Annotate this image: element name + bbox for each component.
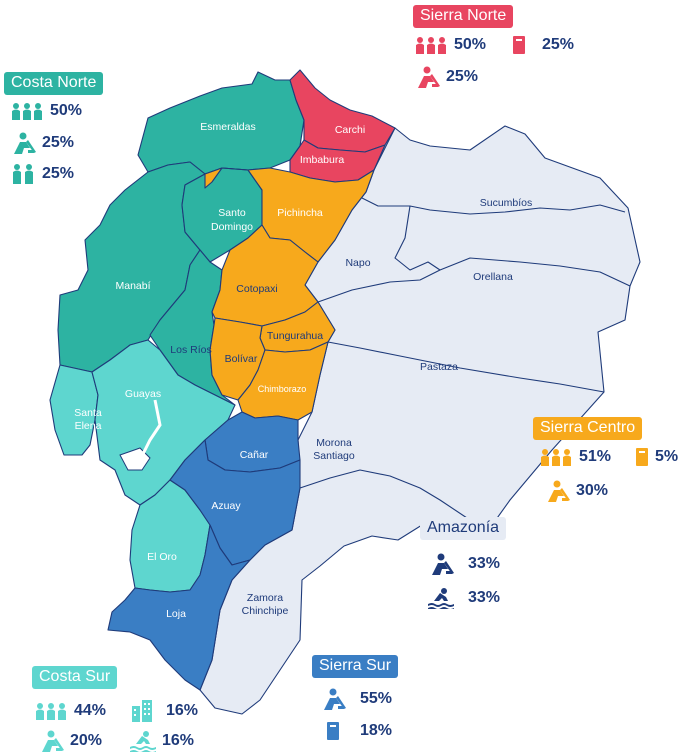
group-icon <box>12 103 42 120</box>
stat-sierra-sur-farmer: 55% <box>320 688 392 710</box>
stat-sierra-centro-book: 5% <box>635 448 678 466</box>
book-icon <box>636 448 648 466</box>
badge-costa-norte: Costa Norte <box>4 72 104 95</box>
stat-value: 25% <box>542 36 575 53</box>
label-santo-domingo-2: Domingo <box>211 221 253 233</box>
label-pastaza: Pastaza <box>420 361 458 373</box>
province-pichincha[interactable] <box>204 167 375 263</box>
label-imbabura: Imbabura <box>300 154 345 166</box>
badge-sierra-centro: Sierra Centro <box>533 417 643 440</box>
stat-value: 33% <box>468 555 501 572</box>
group-icon <box>541 449 571 466</box>
stat-amazonia-farmer: 33% <box>428 553 500 575</box>
label-morona-santiago: Morona <box>316 437 352 449</box>
farmer-icon <box>42 730 64 752</box>
label-zamora-chinchipe: Zamora <box>247 592 283 604</box>
stat-costa-norte-farmer: 25% <box>10 132 74 154</box>
swimmer-icon <box>130 731 156 752</box>
book-icon <box>327 722 339 740</box>
stat-value: 50% <box>454 36 487 53</box>
label-carchi: Carchi <box>335 124 365 136</box>
label-loja: Loja <box>166 608 186 620</box>
label-cotopaxi: Cotopaxi <box>236 283 277 295</box>
group-icon <box>416 37 446 54</box>
label-santa-elena: Santa <box>74 407 102 419</box>
group-icon <box>36 703 66 720</box>
farmer-icon <box>548 480 570 502</box>
label-pichincha: Pichincha <box>277 207 323 219</box>
swimmer-icon <box>428 588 454 609</box>
stat-value: 44% <box>74 702 107 719</box>
stat-costa-sur-group: 44% <box>34 702 106 720</box>
province-loja[interactable] <box>107 524 251 691</box>
stat-value: 25% <box>42 165 75 182</box>
stat-value: 33% <box>468 589 501 606</box>
stat-sierra-norte-book: 25% <box>512 36 574 54</box>
badge-costa-sur: Costa Sur <box>32 666 118 689</box>
stat-costa-sur-building: 16% <box>130 700 198 722</box>
stat-sierra-norte-farmer: 25% <box>414 66 478 88</box>
stat-sierra-norte-group: 50% <box>414 36 486 54</box>
stat-value: 30% <box>576 482 609 499</box>
stat-value: 18% <box>360 722 393 739</box>
stat-costa-norte-group: 50% <box>10 102 82 120</box>
stat-value: 55% <box>360 690 393 707</box>
label-los-rios: Los Ríos <box>170 344 211 356</box>
stat-value: 51% <box>579 448 612 465</box>
label-canar: Cañar <box>240 449 269 461</box>
label-santa-elena-2: Elena <box>75 420 102 432</box>
stat-value: 20% <box>70 732 103 749</box>
book-icon <box>513 36 525 54</box>
stat-value: 50% <box>50 102 83 119</box>
label-zamora-chinchipe-2: Chinchipe <box>242 605 289 617</box>
province-carchi[interactable] <box>289 69 396 153</box>
stat-costa-sur-farmer: 20% <box>38 730 102 752</box>
stat-costa-sur-swimmer: 16% <box>130 730 194 752</box>
stat-value: 25% <box>446 68 479 85</box>
label-el-oro: El Oro <box>147 551 177 563</box>
stat-sierra-centro-farmer: 30% <box>544 480 608 502</box>
stat-value: 5% <box>655 448 679 465</box>
stat-amazonia-swimmer: 33% <box>428 587 500 609</box>
label-santo-domingo: Santo <box>218 207 246 219</box>
label-napo: Napo <box>345 257 370 269</box>
stat-value: 16% <box>162 732 195 749</box>
stat-sierra-sur-book: 18% <box>326 722 392 740</box>
building-icon <box>132 700 152 722</box>
label-tungurahua: Tungurahua <box>267 330 323 342</box>
stat-value: 16% <box>166 702 199 719</box>
label-azuay: Azuay <box>211 500 241 512</box>
farmer-icon <box>432 553 454 575</box>
stat-sierra-centro-group: 51% <box>539 448 611 466</box>
farmer-icon <box>14 132 36 154</box>
label-orellana: Orellana <box>473 271 513 283</box>
stat-value: 25% <box>42 134 75 151</box>
label-esmeraldas: Esmeraldas <box>200 121 255 133</box>
label-chimborazo: Chimborazo <box>258 384 307 394</box>
badge-sierra-norte: Sierra Norte <box>413 5 514 28</box>
label-morona-santiago-2: Santiago <box>313 450 355 462</box>
badge-sierra-sur: Sierra Sur <box>312 655 399 678</box>
label-bolivar: Bolívar <box>225 353 258 365</box>
label-manabi: Manabí <box>115 280 150 292</box>
farmer-icon <box>324 688 346 710</box>
label-guayas: Guayas <box>125 388 161 400</box>
province-azuay[interactable] <box>169 439 301 566</box>
farmer-icon <box>418 66 440 88</box>
stat-costa-norte-couple: 25% <box>10 164 74 184</box>
couple-icon <box>13 164 33 184</box>
badge-amazonia: Amazonía <box>420 517 507 540</box>
label-sucumbios: Sucumbíos <box>480 197 533 209</box>
river-channel <box>138 399 162 461</box>
